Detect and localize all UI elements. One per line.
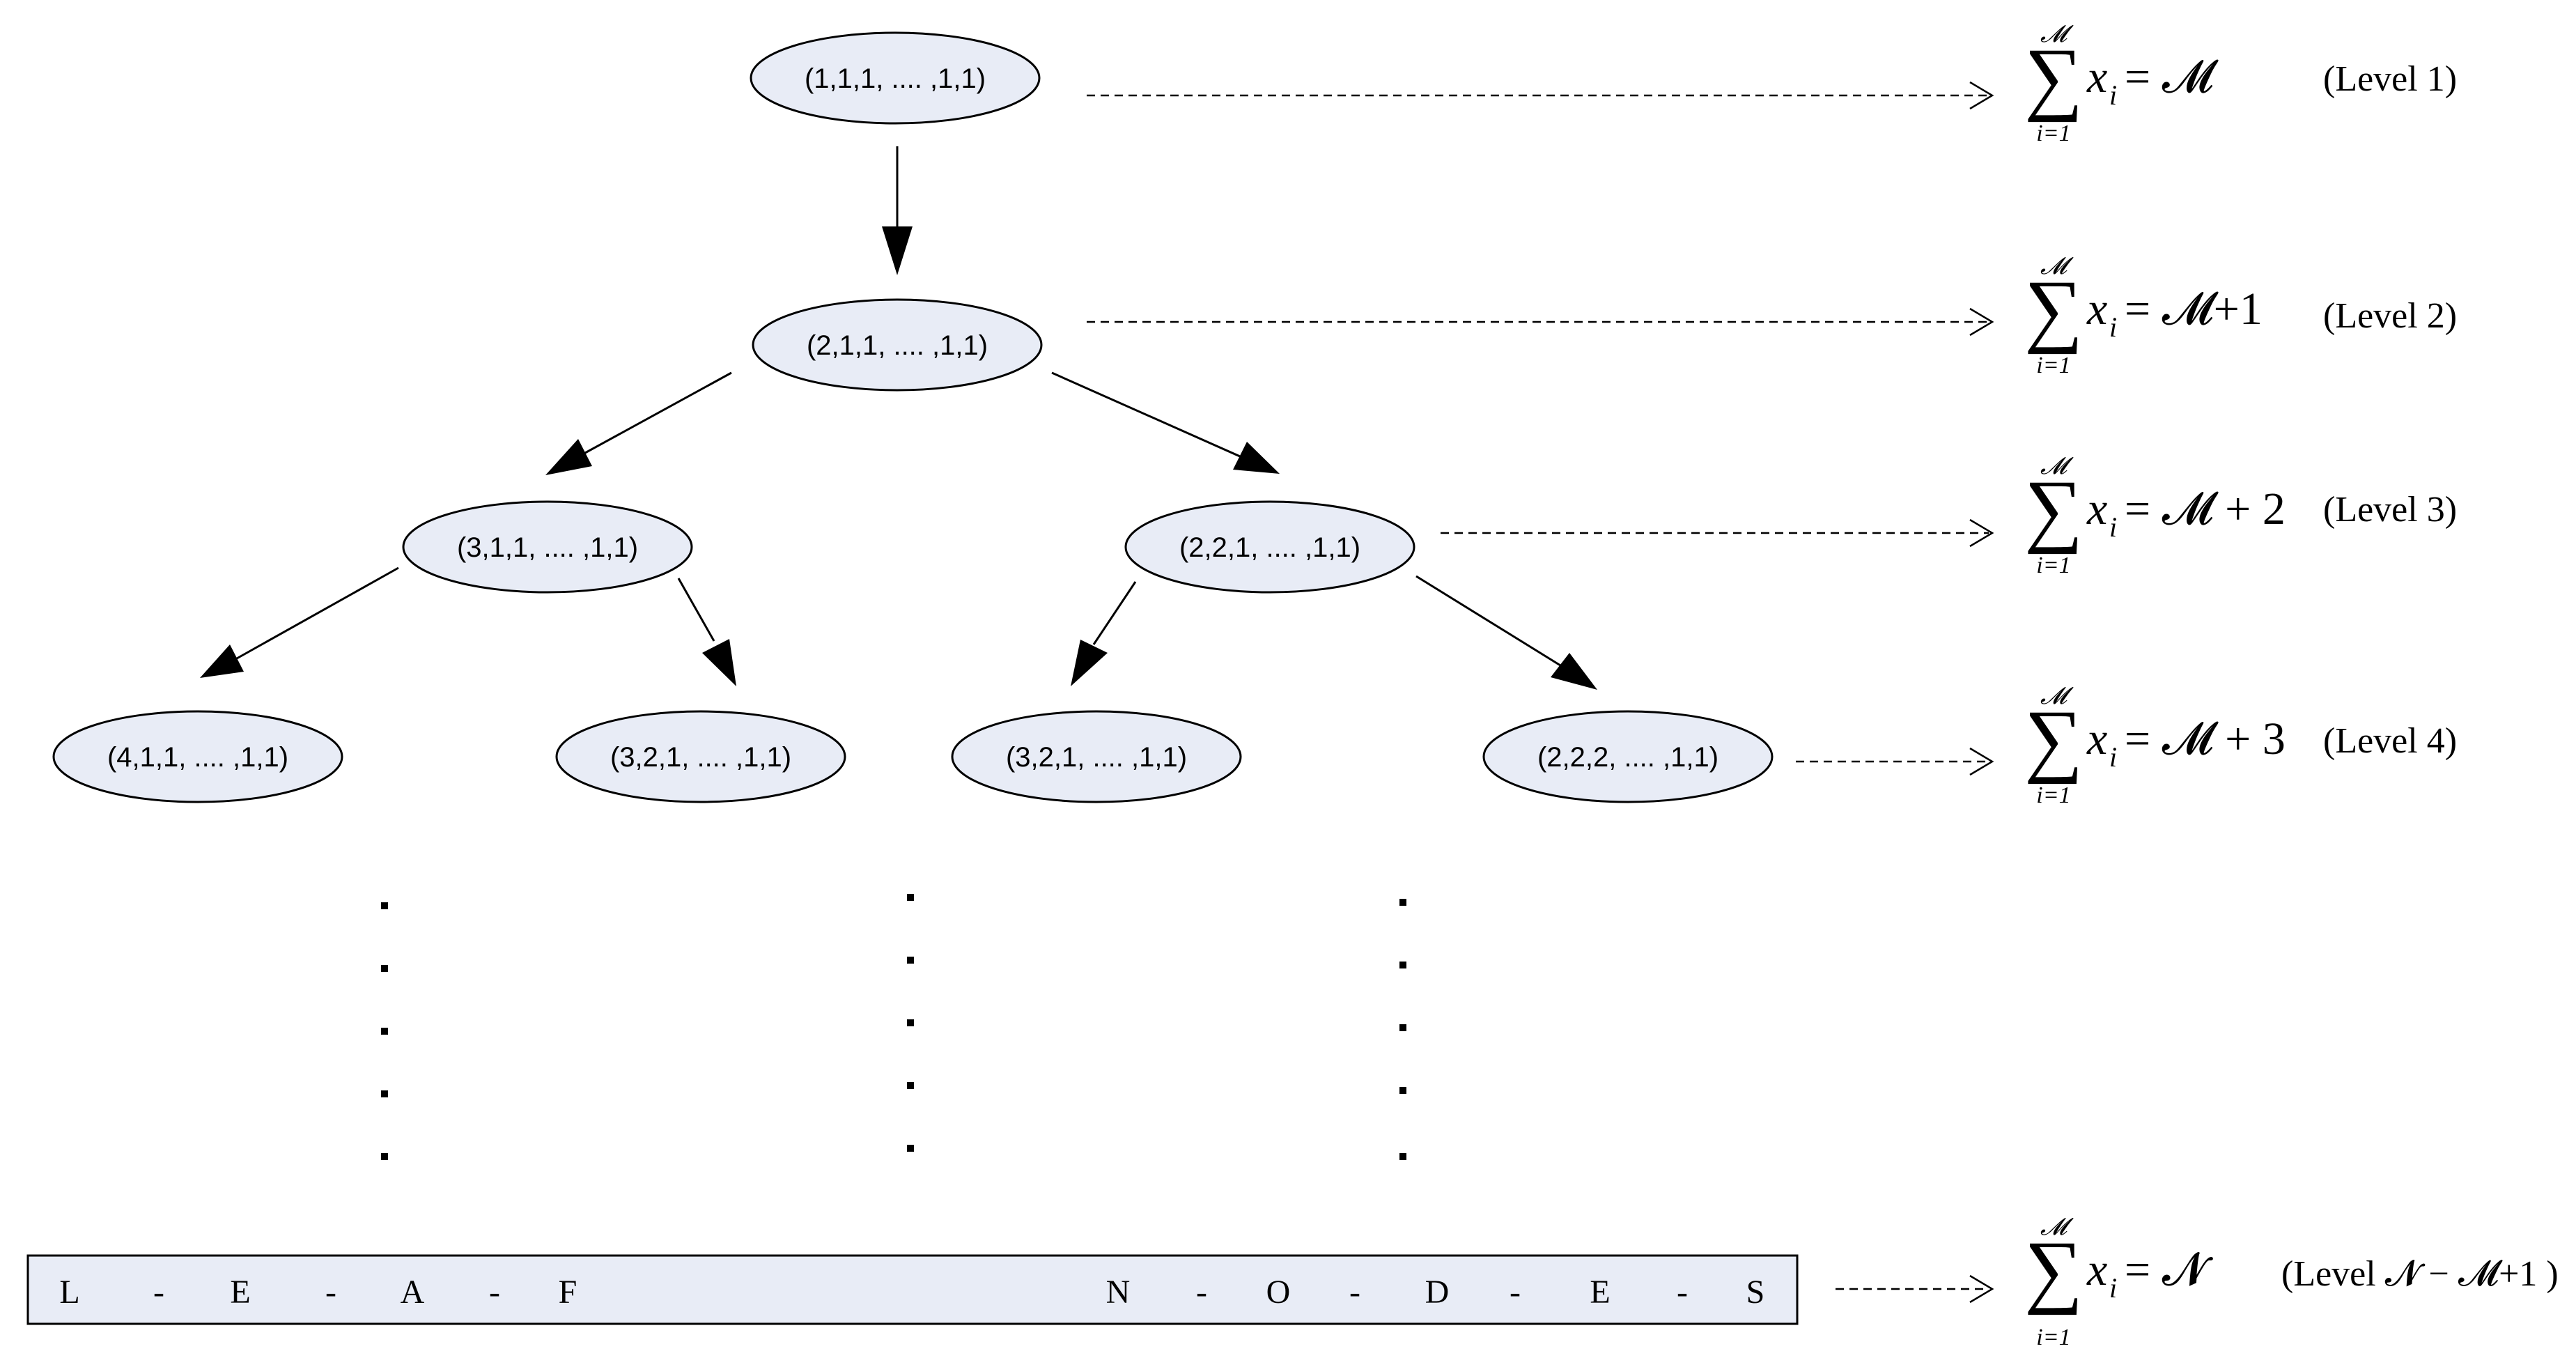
level-label: (Level 1) bbox=[2323, 59, 2457, 99]
formula-variable: x bbox=[2086, 1244, 2107, 1295]
formula-level-3: 𝓜 ∑ i=1 x i = 𝓜 + 2 (Level 3) bbox=[2024, 454, 2457, 578]
node-label: (4,1,1, .... ,1,1) bbox=[107, 742, 288, 773]
formula-subscript: i bbox=[2109, 311, 2117, 343]
node-label: (1,1,1, .... ,1,1) bbox=[805, 63, 986, 94]
tree-edge-4-8 bbox=[1415, 575, 1597, 690]
tree-node-level-1: (1,1,1, .... ,1,1) bbox=[750, 31, 1041, 125]
formula-rhs: = 𝓜 + 3 bbox=[2125, 713, 2286, 764]
leaf-letter: L bbox=[59, 1274, 79, 1311]
sum-symbol: ∑ bbox=[2024, 463, 2083, 555]
tree-node-level-3-left: (3,1,1, .... ,1,1) bbox=[402, 500, 693, 594]
formula-subscript: i bbox=[2109, 1272, 2117, 1304]
formula-variable: x bbox=[2086, 484, 2107, 534]
leaf-letter: S bbox=[1746, 1274, 1765, 1311]
dashed-arrow-level-2 bbox=[1087, 307, 1994, 337]
dashed-arrow-leaf-level bbox=[1836, 1274, 1994, 1304]
sum-lower-limit: i=1 bbox=[2036, 353, 2070, 378]
sum-lower-limit: i=1 bbox=[2036, 1325, 2070, 1350]
formula-variable: x bbox=[2086, 284, 2107, 334]
tree-edge-3-6 bbox=[677, 578, 736, 686]
sum-symbol: ∑ bbox=[2024, 1224, 2083, 1315]
tree-edge-1-2 bbox=[882, 146, 913, 275]
level-label: (Level 2) bbox=[2323, 296, 2457, 336]
formula-level-1: 𝓜 ∑ i=1 x i = 𝓜 (Level 1) bbox=[2024, 22, 2457, 146]
level-label: (Level 𝓝 − 𝓜+1 ) bbox=[2281, 1254, 2559, 1294]
node-label: (2,2,2, .... ,1,1) bbox=[1537, 742, 1718, 773]
leaf-letter: - bbox=[1196, 1274, 1207, 1311]
sum-lower-limit: i=1 bbox=[2036, 782, 2070, 808]
leaf-letter: - bbox=[1677, 1274, 1688, 1311]
leaf-letter: N bbox=[1106, 1274, 1131, 1311]
node-label: (3,1,1, .... ,1,1) bbox=[457, 532, 638, 563]
tree-node-level-3-right: (2,2,1, .... ,1,1) bbox=[1124, 500, 1415, 594]
formula-rhs: = 𝓜 bbox=[2125, 52, 2219, 102]
tree-node-level-4-c: (3,2,1, .... ,1,1) bbox=[951, 710, 1242, 803]
tree-node-level-4-d: (2,2,2, .... ,1,1) bbox=[1482, 710, 1774, 803]
leaf-letter: O bbox=[1266, 1274, 1291, 1311]
leaf-letter: - bbox=[489, 1274, 500, 1311]
level-label: (Level 4) bbox=[2323, 721, 2457, 761]
tree-node-level-4-a: (4,1,1, .... ,1,1) bbox=[52, 710, 343, 803]
tree-edge-2-4 bbox=[1051, 371, 1280, 474]
leaf-letter: E bbox=[230, 1274, 250, 1311]
formula-level-2: 𝓜 ∑ i=1 x i = 𝓜+1 (Level 2) bbox=[2024, 254, 2457, 378]
formula-rhs: = 𝓝 bbox=[2125, 1244, 2214, 1295]
leaf-letter: - bbox=[1510, 1274, 1521, 1311]
leaf-letter: - bbox=[1349, 1274, 1360, 1311]
formula-rhs: = 𝓜 + 2 bbox=[2125, 484, 2286, 534]
formula-level-4: 𝓜 ∑ i=1 x i = 𝓜 + 3 (Level 4) bbox=[2024, 684, 2457, 808]
formula-subscript: i bbox=[2109, 79, 2117, 111]
dashed-arrow-level-1 bbox=[1087, 81, 1994, 110]
level-label: (Level 3) bbox=[2323, 490, 2457, 530]
sum-symbol: ∑ bbox=[2024, 31, 2083, 123]
leaf-letter: F bbox=[559, 1274, 577, 1311]
node-label: (2,1,1, .... ,1,1) bbox=[807, 330, 988, 361]
ellipsis-column-middle bbox=[907, 894, 914, 1152]
sum-symbol: ∑ bbox=[2024, 263, 2083, 355]
leaf-nodes-box: L - E - A - F N - O - D - E - S bbox=[26, 1254, 1799, 1325]
leaf-letter: A bbox=[401, 1274, 425, 1311]
node-label: (2,2,1, .... ,1,1) bbox=[1179, 532, 1360, 563]
formula-subscript: i bbox=[2109, 741, 2117, 773]
sum-lower-limit: i=1 bbox=[2036, 121, 2070, 146]
leaf-letter: - bbox=[153, 1274, 164, 1311]
formula-leaf-level: 𝓜 ∑ i=1 x i = 𝓝 (Level 𝓝 − 𝓜+1 ) bbox=[2024, 1214, 2559, 1350]
formula-subscript: i bbox=[2109, 511, 2117, 543]
sum-symbol: ∑ bbox=[2024, 693, 2083, 785]
ellipsis-column-right bbox=[1399, 899, 1406, 1160]
node-label: (3,2,1, .... ,1,1) bbox=[610, 742, 791, 773]
sum-lower-limit: i=1 bbox=[2036, 553, 2070, 578]
formula-variable: x bbox=[2086, 52, 2107, 102]
tree-node-level-2: (2,1,1, .... ,1,1) bbox=[752, 298, 1043, 392]
tree-edge-4-7 bbox=[1071, 581, 1137, 686]
dashed-arrow-level-4 bbox=[1796, 747, 1994, 776]
tree-edge-3-5 bbox=[200, 566, 399, 678]
node-label: (3,2,1, .... ,1,1) bbox=[1006, 742, 1187, 773]
formula-rhs: = 𝓜+1 bbox=[2125, 284, 2263, 334]
tree-edge-2-3 bbox=[545, 371, 732, 475]
ellipsis-column-left bbox=[381, 902, 388, 1160]
dashed-arrow-level-3 bbox=[1441, 518, 1994, 548]
leaf-letter: D bbox=[1425, 1274, 1450, 1311]
tree-node-level-4-b: (3,2,1, .... ,1,1) bbox=[555, 710, 846, 803]
leaf-letter: - bbox=[325, 1274, 336, 1311]
leaf-letter: E bbox=[1590, 1274, 1610, 1311]
formula-variable: x bbox=[2086, 713, 2107, 764]
